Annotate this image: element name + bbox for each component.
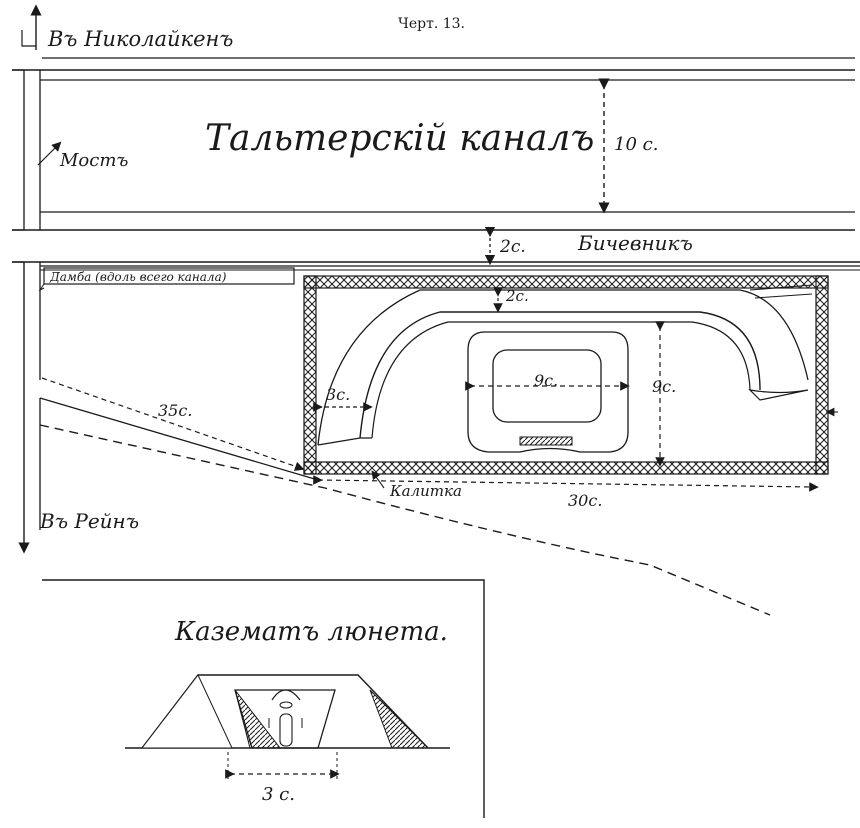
label-dam: Дамба (вдоль всего канала) <box>49 270 227 284</box>
nikolaiken-direction <box>21 4 42 50</box>
canal <box>12 69 855 231</box>
left-boundary <box>12 261 41 554</box>
label-to-rein: Въ Рейнъ <box>39 509 139 533</box>
dam <box>12 261 860 292</box>
label-casemate-title: Казематъ люнета. <box>174 617 448 647</box>
gate-arrow <box>371 470 385 489</box>
slope-line <box>39 397 319 481</box>
label-casemate-width: 3 с. <box>262 784 295 805</box>
label-width-9: 9с. <box>534 371 558 390</box>
label-to-nikolaiken: Въ Николайкенъ <box>47 27 233 51</box>
label-bridge: Мостъ <box>59 150 128 171</box>
label-length-30: 30с. <box>568 491 602 510</box>
dimension-30 <box>313 475 819 492</box>
label-width-3: 3с. <box>326 385 350 404</box>
dimension-35 <box>41 377 305 471</box>
label-dam-gap: 2с. <box>505 287 529 305</box>
label-gate: Калитка <box>389 482 462 500</box>
lunette-enclosure <box>303 275 829 475</box>
figure-caption: Черт. 13. <box>398 16 465 32</box>
lunette-rampart <box>317 284 813 446</box>
label-canal-width: 10 с. <box>614 134 658 155</box>
bridge-arrow <box>37 141 62 166</box>
label-towpath: Бичевникъ <box>577 231 693 255</box>
inner-redoubt <box>467 331 629 453</box>
label-height-9: 9с. <box>652 377 676 396</box>
label-towpath-width: 2с. <box>499 237 526 257</box>
label-length-35: 35с. <box>158 401 192 420</box>
label-canal: Тальтерскій каналъ <box>205 118 594 159</box>
casemate-drawing <box>125 674 450 780</box>
casemate-inset <box>42 579 485 818</box>
